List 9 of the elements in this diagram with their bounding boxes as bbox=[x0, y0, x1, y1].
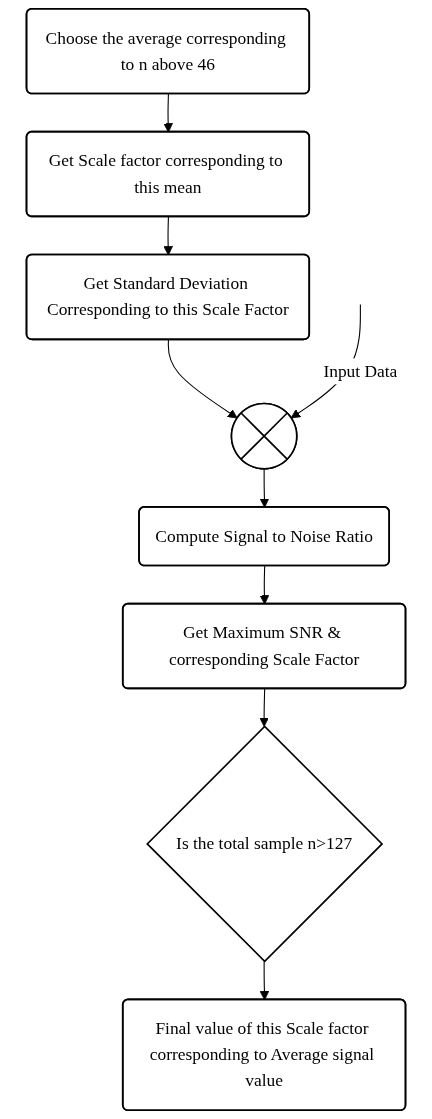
edge-label: Input Data bbox=[323, 361, 398, 381]
arrow bbox=[163, 93, 173, 133]
arrow bbox=[259, 565, 270, 605]
arrow bbox=[163, 216, 173, 256]
node-diamond: Is the total sample n>127 bbox=[146, 725, 384, 963]
arrow bbox=[167, 339, 238, 419]
arrow bbox=[259, 960, 270, 1001]
arrow bbox=[259, 468, 270, 508]
arrow bbox=[259, 688, 269, 727]
